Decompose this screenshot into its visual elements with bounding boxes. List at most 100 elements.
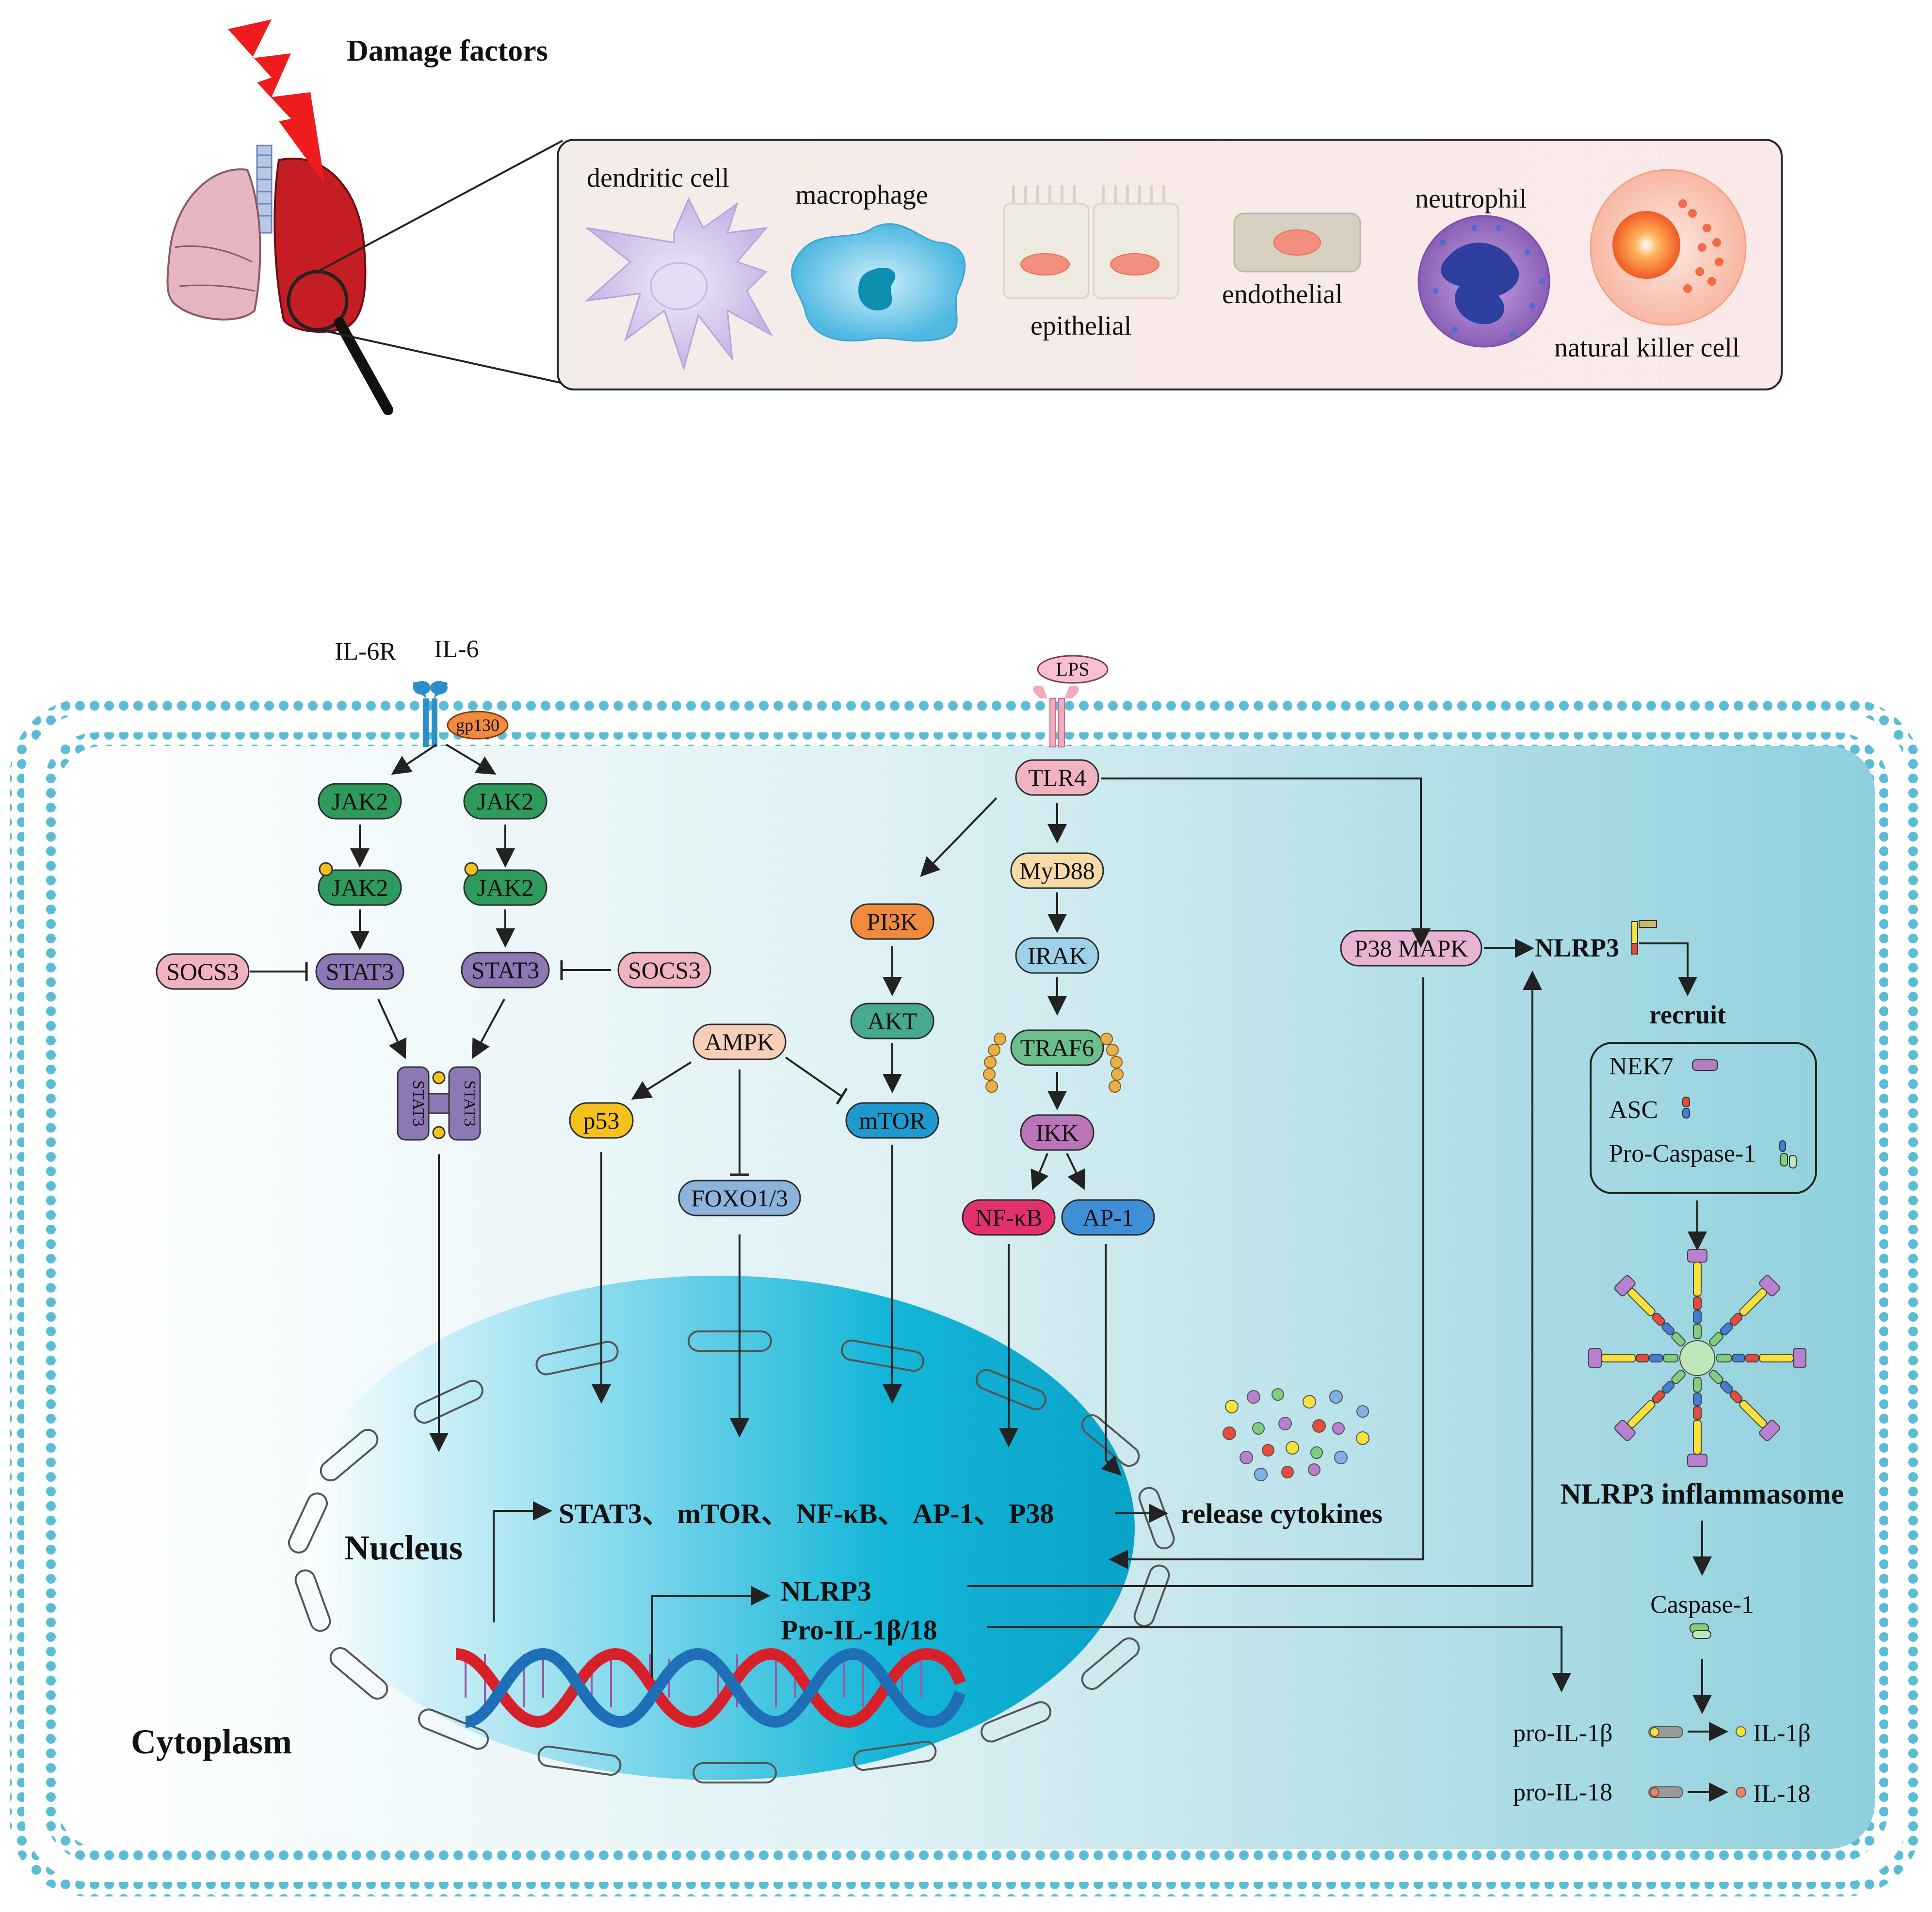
label-nk-cell: natural killer cell [1554,333,1739,363]
label-il18: IL-18 [1753,1780,1810,1808]
left-lung [166,168,261,321]
node-pi3k-shape [850,903,934,940]
node-irak-label: IRAK [1028,942,1087,969]
node-stat3-left: STAT3 [315,953,404,990]
label-il6r: IL-6R [335,638,396,665]
node-nfkb-shape [962,1199,1056,1236]
lightning-icon [228,19,325,184]
node-jak2p-right: JAK2 [463,869,547,906]
node-myd88-shape [1010,852,1104,889]
node-socs3-left-shape [156,953,250,990]
node-akt-label: AKT [868,1007,918,1035]
node-ikk-shape [1020,1114,1095,1151]
label-nucleus: Nucleus [344,1528,463,1567]
node-nfkb: NF-κB [962,1199,1056,1236]
node-jak2p-right-shape [463,869,547,906]
node-ap1-shape [1061,1199,1155,1236]
inflammasome-arm [1709,1370,1781,1442]
node-stat3-right-shape [461,952,550,988]
label-pro-caspase1: Pro-Caspase-1 [1609,1140,1756,1167]
node-jak2p-left-shape [318,869,402,906]
dna-helix [455,1648,966,1728]
gp130-node: gp130 [447,711,509,740]
label-pro-il-1b-18: Pro-IL-1β/18 [781,1614,937,1646]
label-caspase1: Caspase-1 [1650,1591,1754,1619]
node-jak2-left-shape [318,783,402,820]
node-tlr4-shape [1015,759,1099,796]
node-jak2p-left: JAK2 [318,869,402,906]
node-socs3-right-label: SOCS3 [628,956,701,984]
caspase1-icon [1690,1623,1711,1639]
svg-text:STAT3: STAT3 [409,1080,427,1127]
node-ampk-label: AMPK [705,1028,774,1055]
node-irak-shape [1015,937,1099,974]
node-jak2-right-label: JAK2 [477,788,534,815]
node-p53: p53 [569,1102,634,1139]
node-traf6: TRAF6 [1010,1029,1104,1066]
il18-icon [1736,1787,1746,1798]
inflammasome-arm [1716,1348,1806,1368]
il6-receptor [413,681,448,747]
inflammasome-arm [1687,1377,1707,1467]
cytokine-particles [1223,1388,1369,1481]
node-ikk: IKK [1020,1114,1095,1151]
node-ap1-label: AP-1 [1082,1204,1134,1231]
node-jak2-left: JAK2 [318,783,402,820]
label-nucleus-nlrp3: NLRP3 [781,1575,871,1607]
node-mtor-label: mTOR [859,1107,926,1134]
node-ap1: AP-1 [1061,1199,1155,1236]
node-tlr4-label: TLR4 [1028,764,1086,791]
nk-cell [1590,169,1747,326]
node-traf6-label: TRAF6 [1020,1034,1095,1061]
node-stat3-right-label: STAT3 [471,956,539,984]
label-asc: ASC [1609,1096,1658,1124]
nek7-icon [1692,1059,1718,1071]
arrows [250,744,1728,1802]
node-tlr4: TLR4 [1015,759,1099,796]
damage-factors-heading: Damage factors [347,34,548,67]
node-socs3-right-shape [617,952,711,988]
inflammasome-arm [1709,1275,1781,1346]
node-jak2-right: JAK2 [463,783,547,820]
label-macrophage: macrophage [795,180,928,210]
node-p38mapk: P38 MAPK [1340,930,1482,967]
label-nlrp3-main: NLRP3 [1535,933,1619,962]
node-ampk-shape [692,1023,787,1060]
svg-text:gp130: gp130 [456,715,499,735]
node-stat3-left-shape [315,953,404,990]
pro-il18-icon [1648,1786,1683,1798]
neutrophil-cell [1417,215,1550,348]
node-foxo-shape [678,1180,801,1216]
label-dendritic-cell: dendritic cell [587,163,729,193]
node-socs3-right: SOCS3 [617,952,711,988]
node-jak2-right-shape [463,783,547,820]
lps-receptor [1033,685,1079,747]
dendritic-cell [584,197,773,372]
lung-illustration [166,19,393,415]
il1b-icon [1736,1726,1746,1737]
label-cytoplasm: Cytoplasm [131,1722,292,1761]
node-mtor-shape [845,1102,939,1139]
node-akt: AKT [850,1003,934,1039]
node-mtor: mTOR [845,1102,939,1139]
nlrp3-icon [1631,920,1657,955]
node-foxo-label: FOXO1/3 [691,1184,788,1212]
node-jak2p-left-label: JAK2 [332,874,388,901]
svg-text:LPS: LPS [1056,658,1090,680]
node-irak: IRAK [1015,937,1099,974]
svg-text:STAT3: STAT3 [461,1080,479,1127]
node-p53-label: p53 [583,1107,620,1134]
stat3-dimer: STAT3 STAT3 [397,1066,481,1141]
node-stat3-right: STAT3 [461,952,550,988]
label-pro-il18: pro-IL-18 [1513,1779,1612,1806]
lps-node: LPS [1037,655,1109,684]
endothelial-cell [1233,212,1361,273]
inflammasome-arm [1614,1370,1686,1442]
pro-caspase1-icon [1779,1140,1797,1168]
node-jak2p-right-label: JAK2 [477,874,534,901]
pro-il1b-icon [1648,1726,1683,1738]
label-pro-il1b: pro-IL-1β [1513,1719,1613,1747]
